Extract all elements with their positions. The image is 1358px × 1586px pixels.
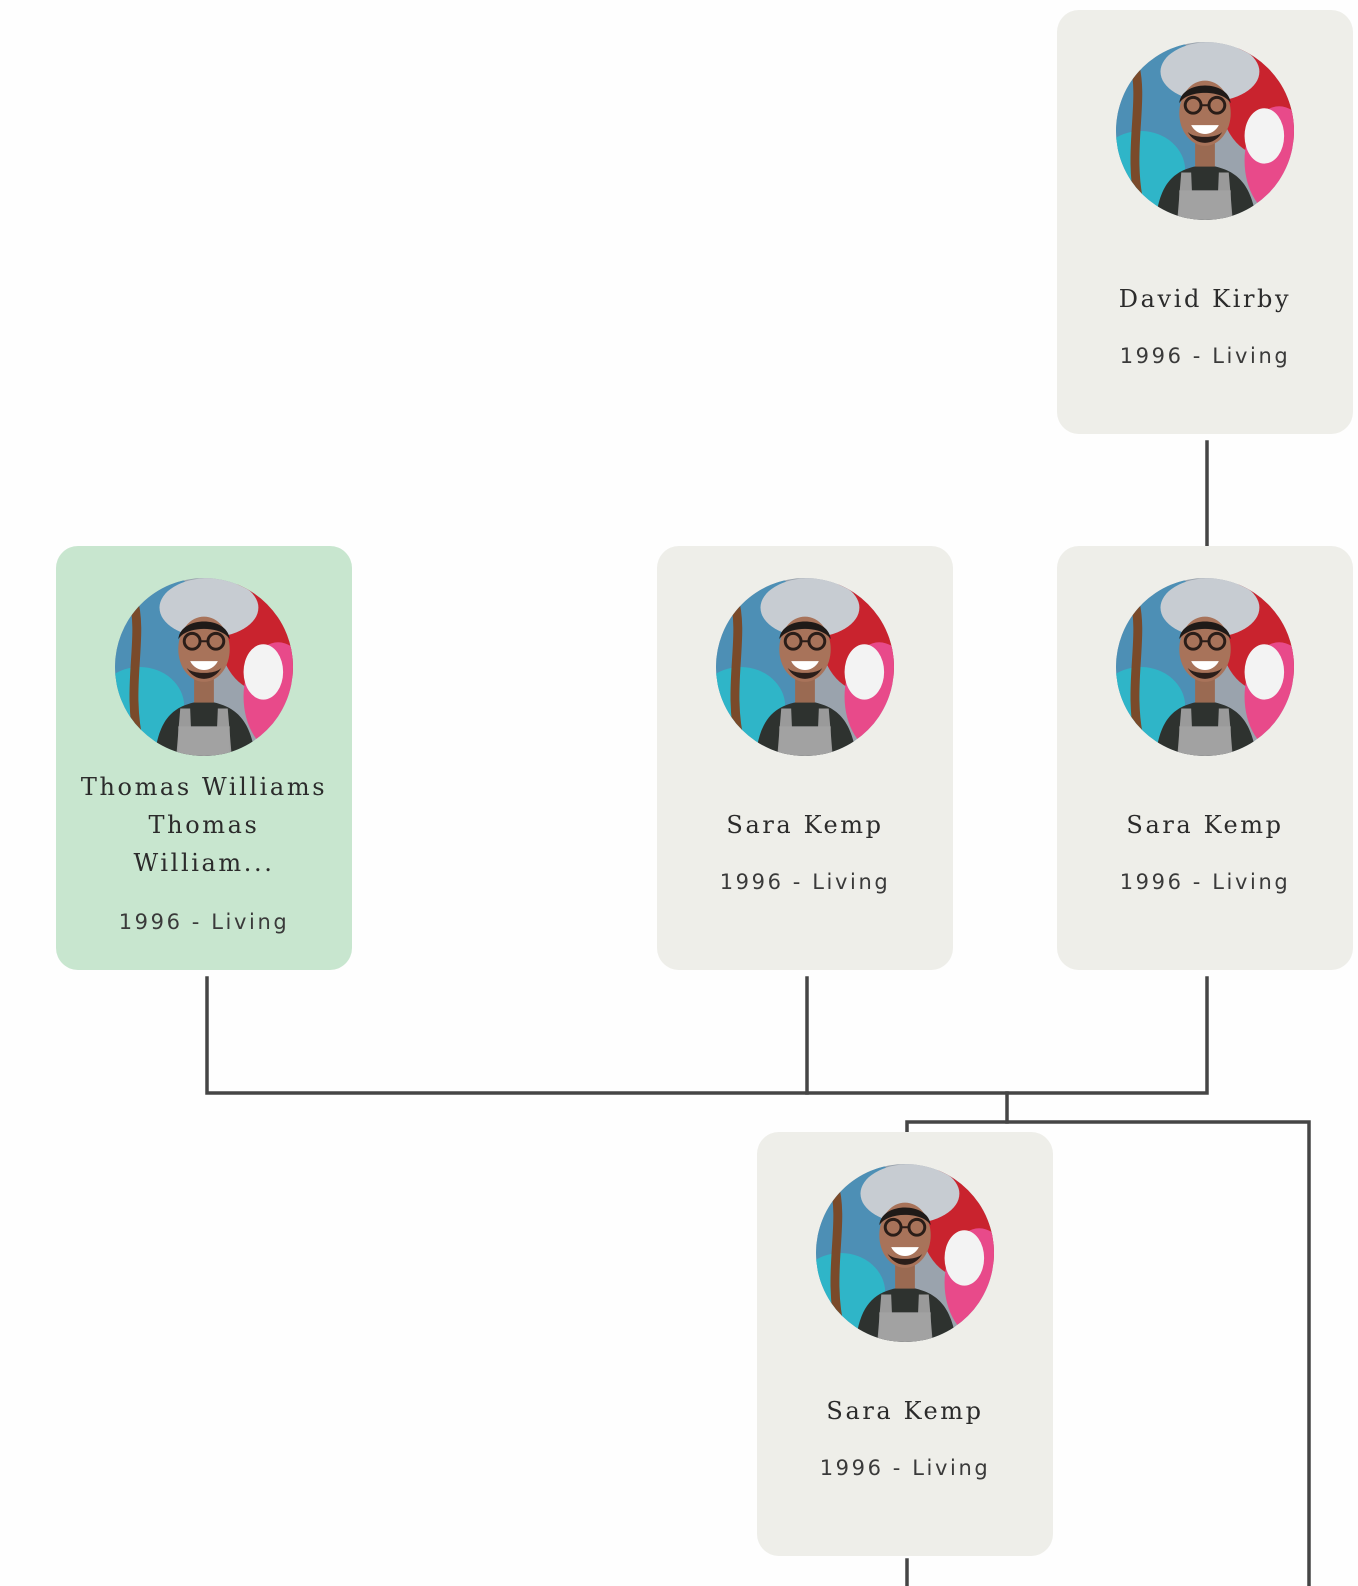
person-photo-icon [716,578,894,756]
person-card-sara-kemp[interactable]: Sara Kemp 1996 - Living [1057,546,1353,970]
person-name: David Kirby [1067,280,1343,318]
person-dates: 1996 - Living [657,868,953,896]
person-photo-icon [1116,42,1294,220]
person-card-sara-kemp[interactable]: Sara Kemp 1996 - Living [657,546,953,970]
person-dates: 1996 - Living [1057,342,1353,370]
connector-parents-bar [207,978,1207,1093]
person-card-david-kirby[interactable]: David Kirby 1996 - Living [1057,10,1353,434]
person-dates: 1996 - Living [56,908,352,936]
person-photo-icon [115,578,293,756]
person-name-line-1: Thomas Williams [66,768,342,806]
person-name: Sara Kemp [667,806,943,844]
person-card-sara-kemp[interactable]: Sara Kemp 1996 - Living [757,1132,1053,1556]
person-name: Sara Kemp [767,1392,1043,1430]
person-name-line-2: Thomas [66,806,342,844]
person-photo-icon [1116,578,1294,756]
person-name: Sara Kemp [1067,806,1343,844]
person-card-thomas-williams[interactable]: Thomas Williams Thomas William... 1996 -… [56,546,352,970]
person-dates: 1996 - Living [1057,868,1353,896]
person-photo-icon [816,1164,994,1342]
person-name-line-3: William... [66,844,342,882]
person-dates: 1996 - Living [757,1454,1053,1482]
